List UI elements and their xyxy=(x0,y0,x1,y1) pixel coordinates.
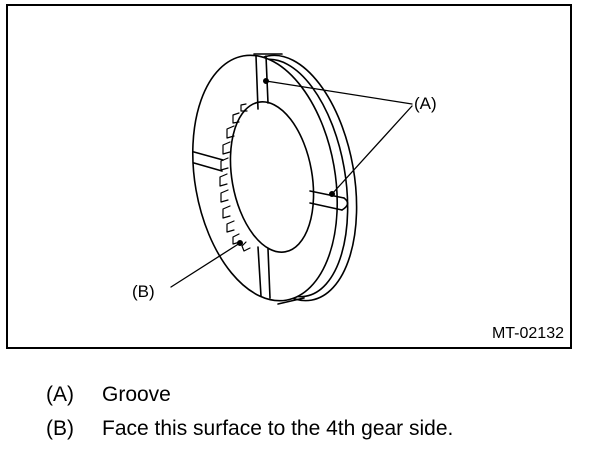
legend-text-a: Groove xyxy=(102,383,171,406)
synchro-ring-illustration xyxy=(170,53,413,305)
legend-key-a: (A) xyxy=(46,383,74,406)
ring-inner-bore xyxy=(229,101,315,253)
spline-teeth xyxy=(219,103,251,252)
figure-frame: (A) (B) MT-02132 xyxy=(6,4,572,349)
legend-key-b: (B) xyxy=(46,417,74,440)
leader-lines xyxy=(170,80,413,288)
figure-code: MT-02132 xyxy=(491,325,564,342)
callout-b-label: (B) xyxy=(132,282,155,301)
groove-left xyxy=(193,151,224,172)
legend-text-b: Face this surface to the 4th gear side. xyxy=(102,417,454,440)
groove-right xyxy=(309,190,349,211)
legend: (A) Groove (B) Face this surface to the … xyxy=(46,378,453,446)
groove-bottom xyxy=(257,246,271,299)
legend-row-a: (A) Groove xyxy=(46,378,453,412)
legend-row-b: (B) Face this surface to the 4th gear si… xyxy=(46,412,453,446)
callout-a-label: (A) xyxy=(414,94,437,113)
